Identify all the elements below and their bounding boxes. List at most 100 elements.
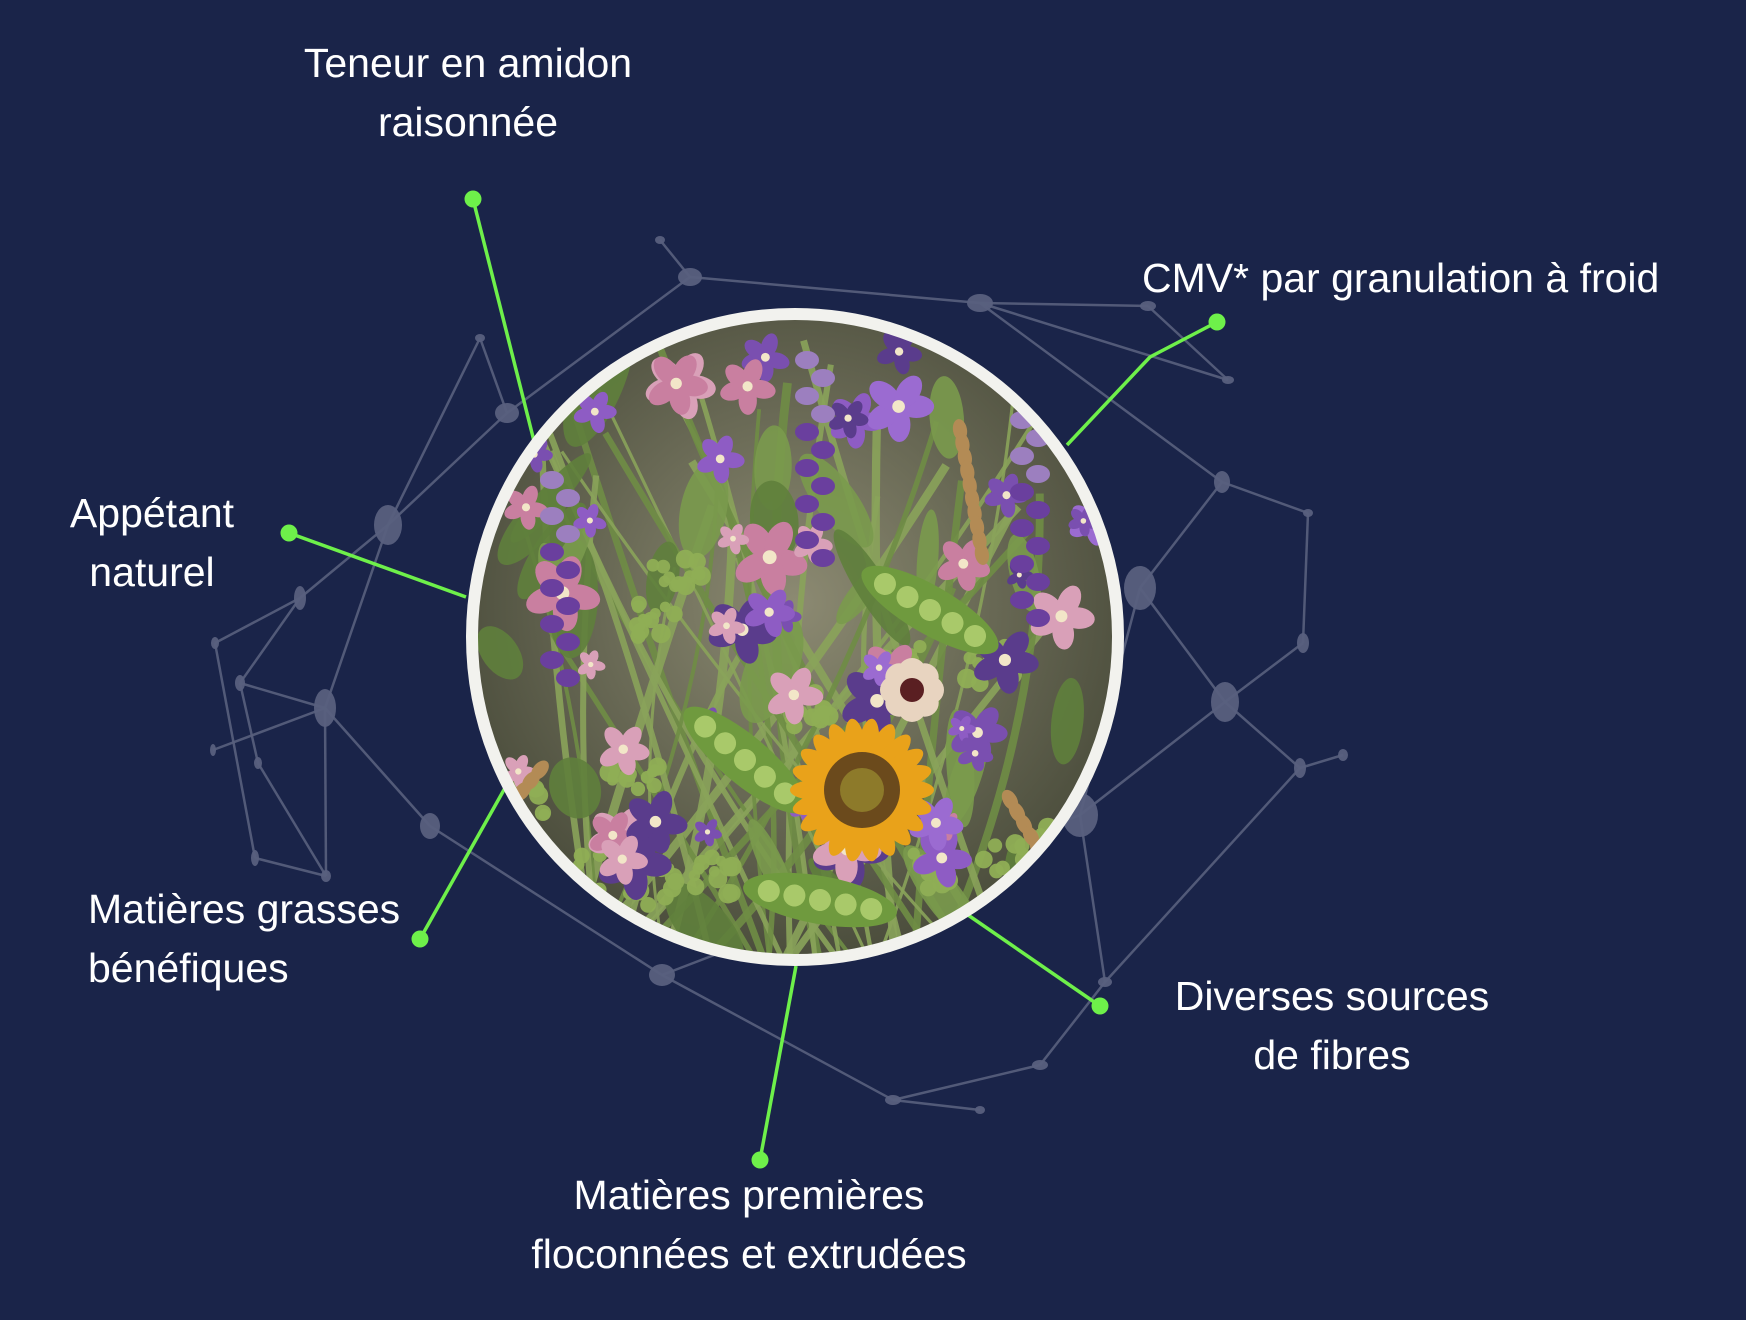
lupine-floret	[556, 597, 580, 615]
network-edge	[892, 1098, 981, 1112]
network-node	[321, 870, 331, 882]
cream-center	[900, 678, 924, 702]
network-edge	[212, 706, 326, 752]
petal	[764, 521, 794, 559]
network-node	[1098, 977, 1112, 987]
feature-label-palatable: Appétant naturel	[69, 490, 235, 595]
network-node	[655, 236, 665, 244]
flower-center	[649, 815, 662, 828]
pea	[783, 884, 806, 907]
lupine-floret	[811, 549, 835, 567]
flower-center	[958, 558, 969, 569]
network-edge	[238, 597, 302, 684]
lupine-floret	[795, 531, 819, 549]
petal	[735, 552, 772, 583]
network-edge	[387, 412, 508, 526]
lupine-floret	[795, 387, 819, 405]
green-bud	[640, 897, 656, 913]
network-edge	[1299, 753, 1344, 770]
network-node	[1214, 471, 1230, 493]
petal	[958, 750, 976, 765]
petal	[725, 364, 750, 389]
lupine-floret	[540, 579, 564, 597]
petal	[599, 746, 625, 767]
network-edge	[1301, 512, 1310, 644]
leaf	[798, 453, 874, 548]
flower-center	[936, 852, 948, 864]
pea	[919, 599, 941, 621]
feature-label-fats: Matières grasses bénéfiques	[88, 886, 401, 991]
flower-center	[788, 689, 800, 701]
lupine-floret	[1026, 537, 1050, 555]
flower-center	[670, 377, 682, 390]
network-node	[211, 637, 219, 649]
network-edge	[1224, 642, 1304, 703]
petal	[846, 671, 880, 704]
connector-dots	[280, 190, 1226, 1169]
network-node	[420, 813, 440, 839]
network-node	[1032, 1060, 1048, 1070]
network-edge	[1224, 701, 1301, 769]
network-edge	[689, 275, 981, 305]
flower-center	[617, 854, 627, 864]
network-edge	[1104, 767, 1301, 983]
petal	[672, 355, 697, 385]
petal	[601, 839, 624, 862]
petal	[604, 727, 626, 751]
petal	[609, 812, 628, 836]
green-bud	[651, 623, 671, 644]
flower-center	[971, 749, 979, 757]
flower-center	[1002, 491, 1011, 500]
petal	[1001, 631, 1029, 662]
image-ring	[466, 308, 1124, 966]
petal	[735, 629, 759, 664]
flower-center	[892, 400, 905, 413]
network-node	[967, 294, 993, 312]
pea	[834, 893, 857, 916]
petal	[764, 611, 782, 638]
green-bud	[691, 565, 711, 586]
petal	[831, 402, 850, 420]
network-edge	[386, 337, 482, 526]
network-edge	[1138, 587, 1227, 703]
connector-dot	[751, 1151, 769, 1169]
petal	[768, 691, 795, 715]
flower-center	[760, 352, 770, 362]
green-bud	[692, 862, 705, 875]
network-edge	[1079, 701, 1226, 816]
petal	[742, 359, 763, 387]
network-node	[1297, 633, 1309, 653]
network-node	[475, 334, 485, 342]
petal	[744, 339, 767, 360]
petal	[770, 672, 796, 698]
pea	[714, 732, 737, 755]
flower-center	[1016, 572, 1022, 578]
green-bud	[573, 847, 590, 864]
lupine-floret	[811, 441, 835, 459]
network-node	[235, 675, 245, 691]
petal	[592, 816, 615, 838]
petal	[515, 754, 529, 772]
lupine-floret	[540, 651, 564, 669]
connector-lines	[288, 198, 1218, 1161]
network-edge	[892, 1063, 1041, 1102]
petal	[932, 797, 953, 824]
flower-center	[762, 550, 777, 565]
petal	[1071, 509, 1085, 523]
petal	[1056, 585, 1082, 618]
pea	[757, 879, 780, 902]
lupine-floret	[556, 489, 580, 507]
petal	[599, 856, 624, 877]
petal	[715, 435, 733, 460]
lupine-floret	[556, 525, 580, 543]
leaf	[929, 376, 965, 459]
network-node	[678, 268, 702, 286]
molecule-network	[210, 236, 1348, 1114]
connector-line	[471, 198, 537, 446]
network-edge	[1147, 305, 1229, 381]
pea	[753, 765, 776, 788]
flower-center	[742, 381, 753, 392]
network-edge	[214, 596, 301, 645]
connector-dot	[411, 930, 429, 948]
network-node	[314, 689, 336, 727]
